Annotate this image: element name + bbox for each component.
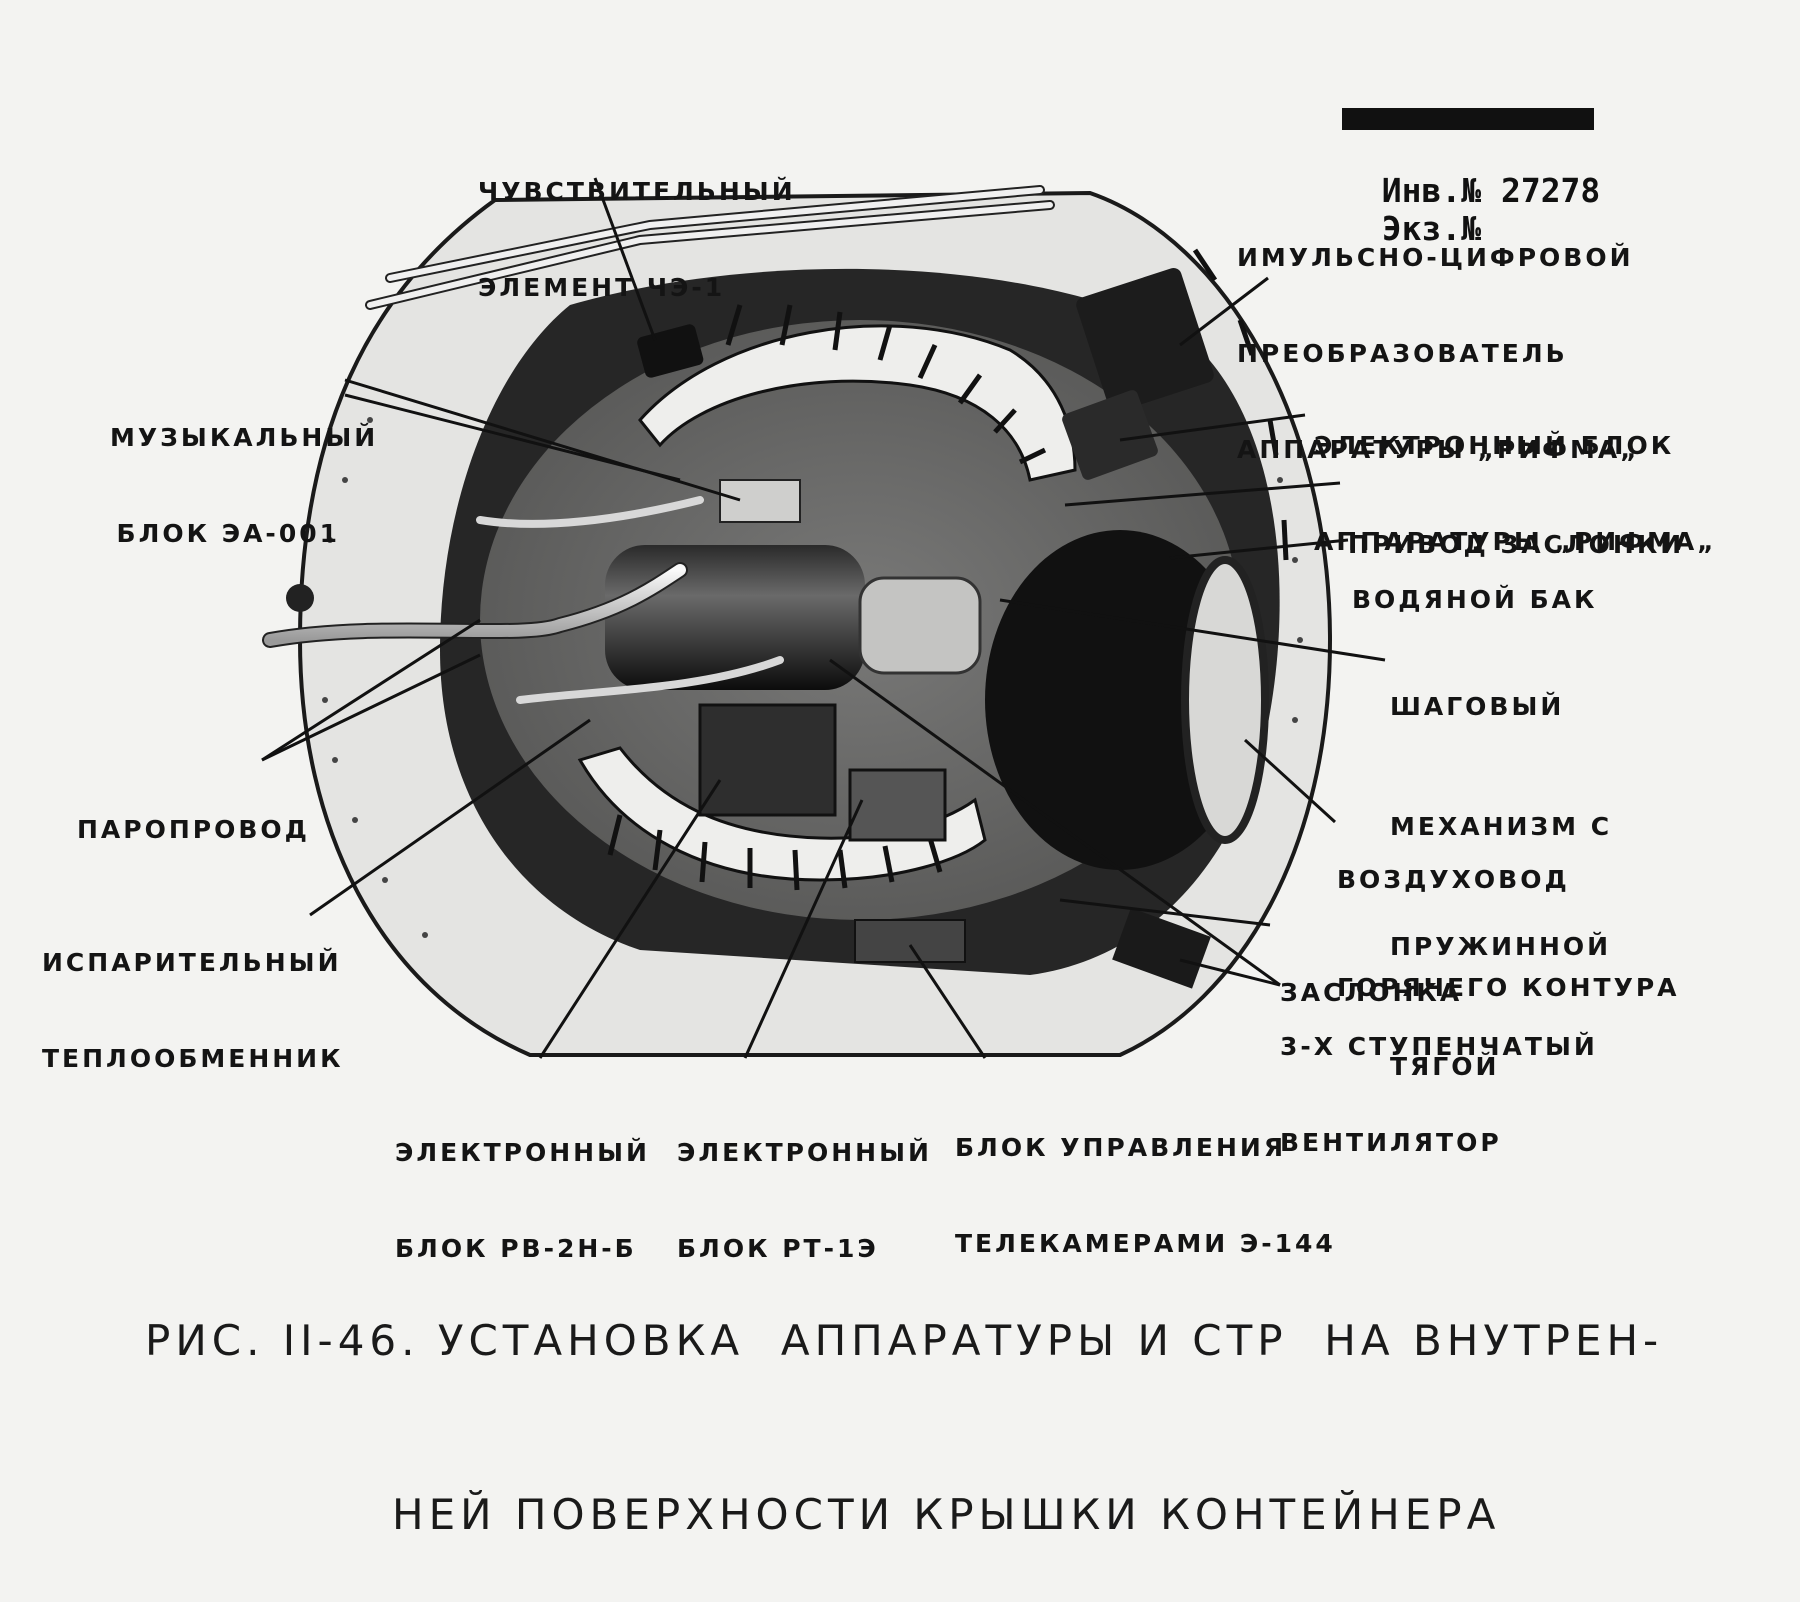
copy-number: Экз.№ [1381, 209, 1482, 248]
classification-stamp: Инв.№ 27278 Экз.№ [1342, 28, 1600, 248]
label-damper-drive: ПРИВОД ЗАСЛОНКИ [1348, 530, 1685, 559]
label-rv-block: ЭЛЕКТРОННЫЙ БЛОК РВ-2Н-Б [395, 1138, 650, 1263]
label-stepper: ШАГОВЫЙ МЕХАНИЗМ С ПРУЖИННОЙ ТЯГОЙ [1390, 692, 1613, 1081]
label-pulse-converter: ИМУЛЬСНО-ЦИФРОВОЙ ПРЕОБРАЗОВАТЕЛЬ АППАРА… [1237, 243, 1640, 464]
upper-vented-duct [638, 324, 1077, 482]
label-steam-pipe: ПАРОПРОВОД [77, 815, 310, 844]
label-sensor: ЧУВСТВИТЕЛЬНЫЙ ЭЛЕМЕНТ ЧЭ-1 [478, 177, 796, 302]
camera-control-block [854, 919, 966, 963]
damper-flap [1112, 907, 1211, 989]
rim-slots [1192, 248, 1289, 561]
rt-electronic-block [848, 768, 947, 842]
connector-fitting [286, 584, 314, 612]
rifma-electronic-box [1062, 390, 1158, 480]
label-damper: ЗАСЛОНКА [1280, 978, 1463, 1007]
label-water-tank: ВОДЯНОЙ БАК [1352, 585, 1598, 614]
label-rt-block: ЭЛЕКТРОННЫЙ БЛОК РТ-1Э [677, 1138, 932, 1263]
leader-lines [261, 177, 1386, 1059]
label-rifma-electronic-block: ЭЛЕКТРОННЫЙ БЛОК АППАРАТУРЫ „РИФМА„ [1314, 431, 1717, 556]
figure-caption: РИС. II-46. УСТАНОВКА АППАРАТУРЫ И СТР Н… [145, 1196, 1663, 1602]
rim-rivets [322, 417, 1303, 938]
water-tank [985, 530, 1255, 870]
rv-electronic-block [698, 703, 837, 817]
upper-duct-slots [725, 304, 1047, 465]
label-camera-control: БЛОК УПРАВЛЕНИЯ ТЕЛЕКАМЕРАМИ Э-144 [955, 1133, 1336, 1258]
caption-line-1: РИС. II-46. УСТАНОВКА АППАРАТУРЫ И СТР Н… [145, 1316, 1664, 1365]
label-hot-duct: ВОЗДУХОВОД ГОРЯЧЕГО КОНТУРА [1337, 865, 1680, 1002]
lower-duct-slots [607, 814, 943, 891]
pulse-converter-box [1076, 268, 1214, 412]
stepper-cylinder [605, 545, 865, 690]
caption-line-2: НЕЙ ПОВЕРХНОСТИ КРЫШКИ КОНТЕЙНЕРА [392, 1490, 1501, 1539]
container-lid-illustration [261, 177, 1386, 1059]
stepper-coupling [858, 576, 982, 675]
pipes [262, 185, 1055, 704]
label-evaporator: ИСПАРИТЕЛЬНЫЙ ТЕПЛООБМЕННИК [42, 948, 344, 1073]
music-block [719, 479, 801, 523]
label-fan: 3-Х СТУПЕНЧАТЫЙ ВЕНТИЛЯТОР [1280, 1032, 1598, 1157]
label-music-block: МУЗЫКАЛЬНЫЙ БЛОК ЭА-001 [110, 423, 379, 548]
hot-air-duct [1181, 556, 1269, 844]
inventory-number: Инв.№ 27278 [1381, 171, 1601, 210]
struck-classification [1342, 104, 1600, 134]
